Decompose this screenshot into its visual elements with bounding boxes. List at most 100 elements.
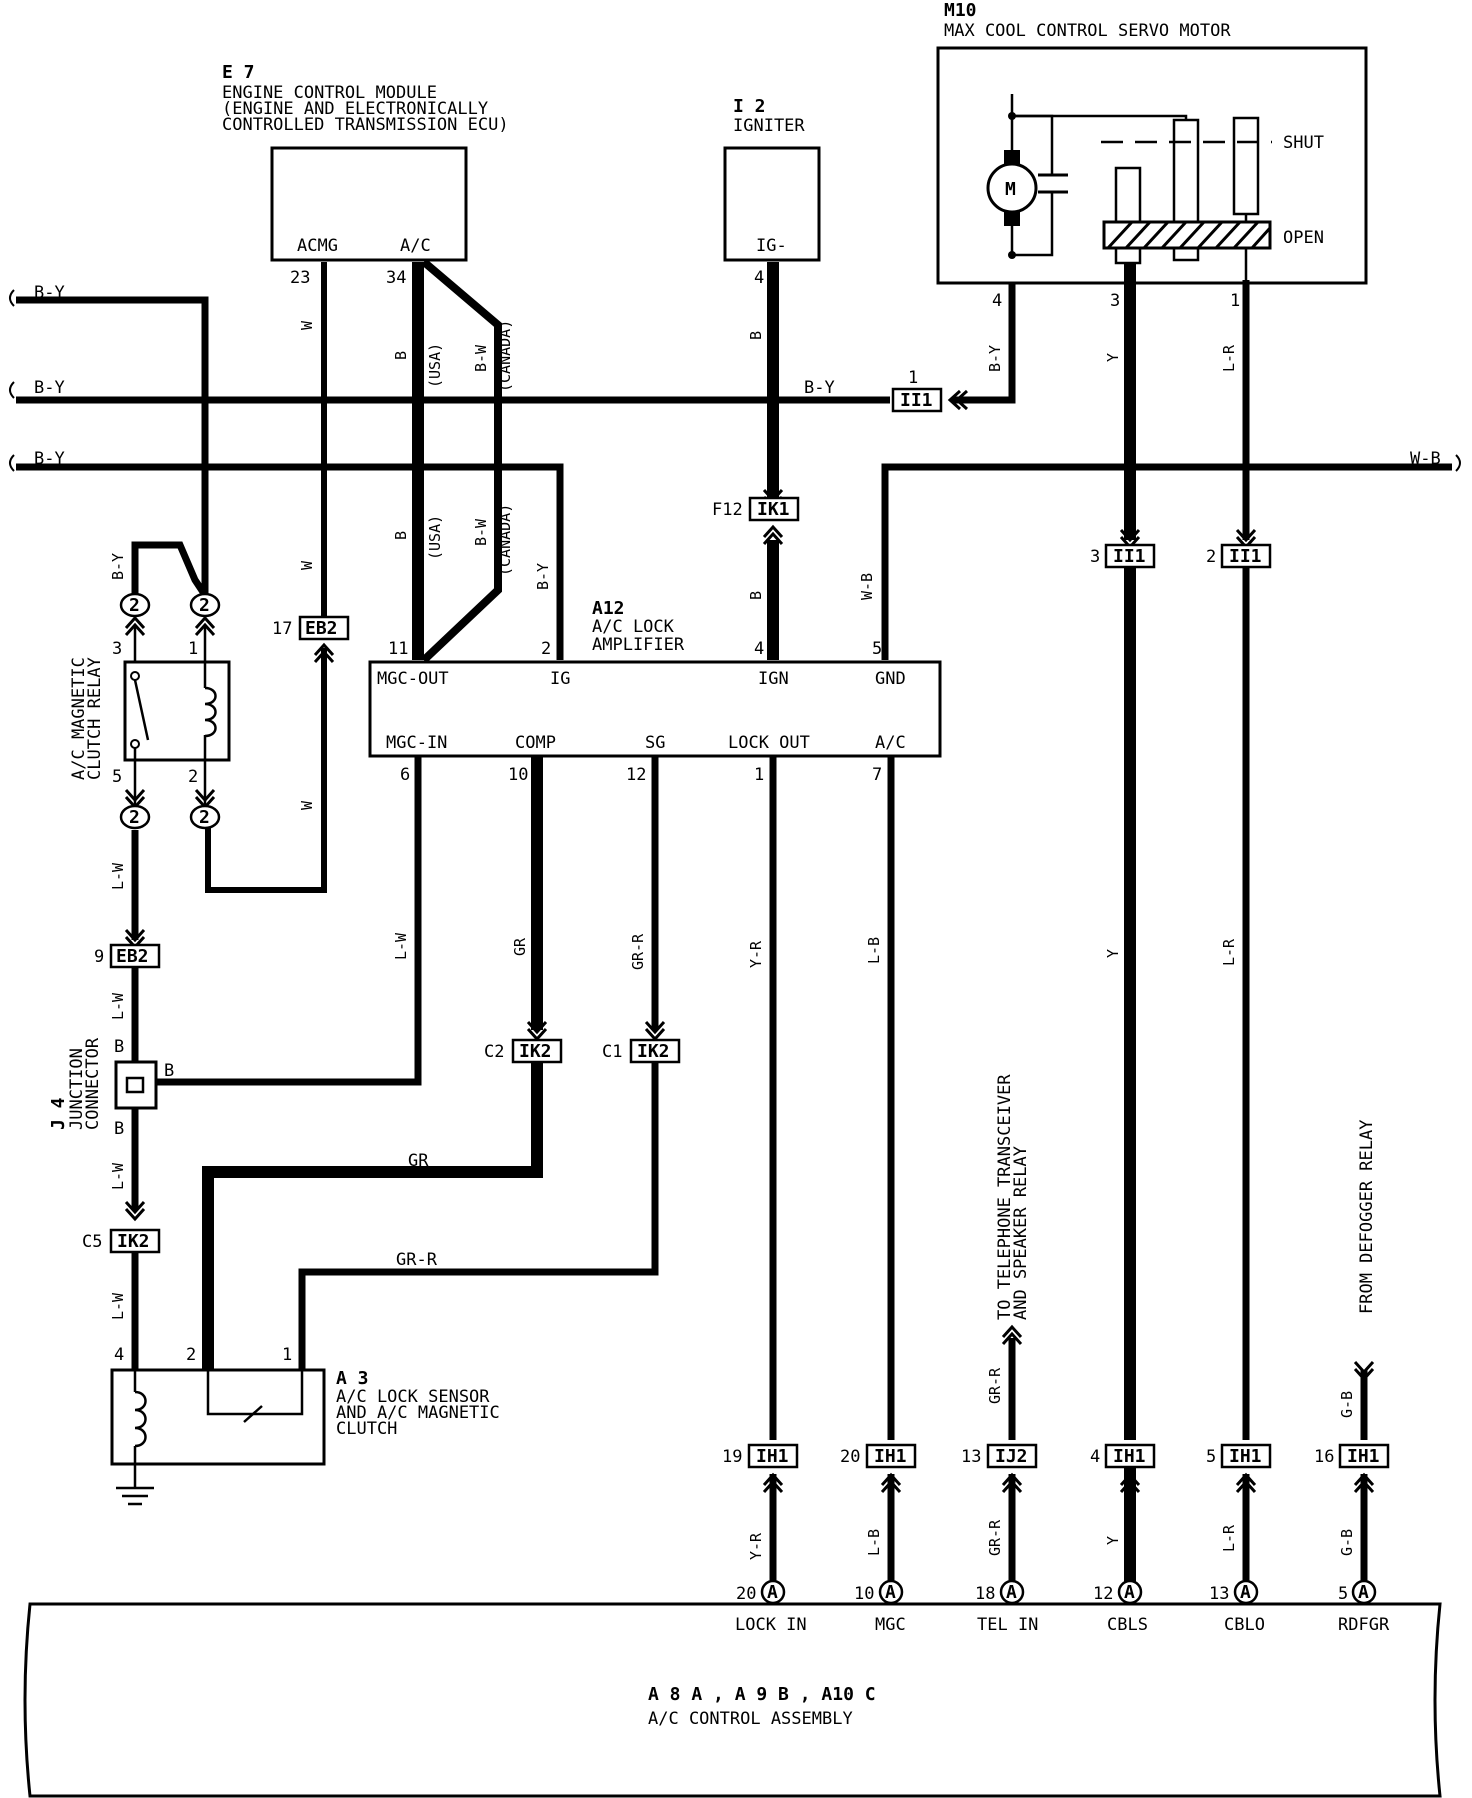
- wire-label-y-2: Y: [1104, 949, 1122, 958]
- svg-text:13: 13: [961, 1447, 981, 1467]
- relay-plug-3-label: 2: [129, 595, 140, 616]
- connector-ii1-1: [891, 387, 943, 413]
- wire-label-b-y-7: B-Y: [109, 553, 127, 580]
- wire-label-b-y-5: B-Y: [534, 563, 552, 590]
- wire-label-b-y-1: B-Y: [34, 283, 65, 303]
- wire-w-acmg: [205, 262, 327, 893]
- relay-num-1: 1: [188, 639, 198, 659]
- wire-label-b-y-3: B-Y: [34, 449, 65, 469]
- a12-pin-sg: SG: [645, 733, 665, 753]
- wire-label-w-1: W: [298, 320, 316, 330]
- wire-label-canada-2: (CANADA): [496, 504, 514, 576]
- relay-plug-1: [189, 592, 221, 618]
- a12-num-12: 12: [626, 765, 646, 785]
- connector-ii1-3-label: II1: [1113, 546, 1146, 567]
- relay-plug-2-label: 2: [199, 807, 210, 828]
- svg-text:IH1: IH1: [1229, 1446, 1262, 1467]
- wire-label-l-b-1: L-B: [865, 937, 883, 964]
- e7-pin-acmg: ACMG: [297, 236, 338, 256]
- a12-name1: A/C LOCK: [592, 617, 675, 637]
- a12-num-6: 6: [400, 765, 410, 785]
- e7-num-23: 23: [290, 268, 310, 288]
- wire-label-usa-2: (USA): [426, 515, 444, 560]
- connector-ii1-3-pin: 3: [1090, 547, 1100, 567]
- relay-wires: [131, 541, 208, 940]
- connector-eb2-17-label: EB2: [305, 618, 338, 639]
- a3-name2: AND A/C MAGNETIC: [336, 1403, 500, 1423]
- ac-lock-sensor-clutch: 4 2 1 A 3 A/C LOCK SENSOR AND A/C MAGNET…: [110, 1345, 500, 1506]
- m10-num-3: 3: [1110, 291, 1120, 311]
- connector-ik2-c5-label: IK2: [117, 1231, 150, 1252]
- wire-label-w-2: W: [298, 560, 316, 570]
- ac-pin-mgc: MGC: [875, 1615, 906, 1635]
- wire-label-l-r-3: L-R: [1220, 1524, 1238, 1552]
- ac-num-cblo: 13: [1209, 1584, 1229, 1604]
- junction-connector: J 4 JUNCTION CONNECTOR B B B: [48, 1037, 174, 1139]
- relay-plug-2: [189, 804, 221, 830]
- a12-pin-gnd: GND: [875, 669, 906, 689]
- wire-label-b-1: B: [392, 351, 410, 360]
- m10-open: OPEN: [1283, 228, 1324, 248]
- engine-control-module: E 7 ENGINE CONTROL MODULE (ENGINE AND EL…: [222, 62, 509, 288]
- i2-name: IGNITER: [733, 116, 805, 136]
- wire-label-g-b-1: G-B: [1338, 1391, 1356, 1418]
- relay-name2: CLUTCH RELAY: [85, 657, 105, 780]
- svg-text:A: A: [885, 1582, 896, 1603]
- svg-text:20: 20: [840, 1447, 860, 1467]
- a3-id: A 3: [336, 1368, 369, 1389]
- e7-name: ENGINE CONTROL MODULE: [222, 83, 437, 103]
- connector-ij2-13: [986, 1443, 1038, 1469]
- wire-label-canada-1: (CANADA): [496, 320, 514, 392]
- a3-num-4: 4: [114, 1345, 124, 1365]
- wire-label-l-w-3: L-W: [392, 932, 410, 960]
- a12-num-2: 2: [541, 639, 551, 659]
- a12-num-5: 5: [872, 639, 882, 659]
- wire-label-l-r-2: L-R: [1220, 938, 1238, 966]
- ac-control-connectors: A 8 A , A 9 B , A10 C: [648, 1684, 876, 1705]
- ac-num-tel-in: 18: [975, 1584, 995, 1604]
- a12-pin-mgc-in: MGC-IN: [386, 733, 447, 753]
- ac-num-mgc: 10: [854, 1584, 874, 1604]
- a12-pin-lock-out: LOCK OUT: [728, 733, 810, 753]
- igniter: I 2 IGNITER IG- 4: [723, 96, 821, 288]
- wire-label-b-4: B: [747, 591, 765, 600]
- i2-num-4: 4: [754, 268, 764, 288]
- connector-ih1-19: [747, 1443, 799, 1469]
- connector-ik2-c1-label: IK2: [637, 1041, 670, 1062]
- a12-pin-ac: A/C: [875, 733, 906, 753]
- note-tel2: AND SPEAKER RELAY: [1011, 1146, 1031, 1320]
- svg-text:A: A: [1124, 1582, 1135, 1603]
- ac-magnetic-clutch-relay: A/C MAGNETIC CLUTCH RELAY 3 1 5 2: [69, 639, 231, 787]
- a3-name1: A/C LOCK SENSOR: [336, 1387, 490, 1407]
- connector-ik1: [748, 496, 800, 522]
- ac-num-rdfgr: 5: [1338, 1584, 1348, 1604]
- relay-plug-5: [119, 804, 151, 830]
- m10-num-4: 4: [992, 291, 1002, 311]
- svg-text:A: A: [1240, 1582, 1251, 1603]
- relay-num-5: 5: [112, 767, 122, 787]
- a12-num-1: 1: [754, 765, 764, 785]
- connector-ik2-c5-pin: C5: [82, 1232, 102, 1252]
- relay-num-3: 3: [112, 639, 122, 659]
- ac-control-assembly: A A A A A A 20 10 18 12 13 5 LOCK IN MGC…: [23, 1579, 1442, 1798]
- connector-ii1-2-label: II1: [1229, 546, 1262, 567]
- ac-pin-cbls: CBLS: [1107, 1615, 1148, 1635]
- wire-label-g-b-2: G-B: [1338, 1529, 1356, 1556]
- wire-label-gr-r-4: GR-R: [986, 1519, 1004, 1556]
- connector-ik2-c1-pin: C1: [602, 1042, 622, 1062]
- i2-pin-ig: IG-: [756, 236, 787, 256]
- wire-label-b-w-2: B-W: [472, 518, 490, 546]
- connector-ih1-5: [1220, 1443, 1272, 1469]
- m10-num-1: 1: [1230, 291, 1240, 311]
- svg-text:16: 16: [1314, 1447, 1334, 1467]
- relay-plug-5-label: 2: [129, 807, 140, 828]
- ac-pin-lock-in: LOCK IN: [735, 1615, 807, 1635]
- wire-label-w-b: W-B: [1410, 449, 1441, 469]
- wire-label-l-w-2: L-W: [109, 992, 127, 1020]
- wire-label-usa-1: (USA): [426, 343, 444, 388]
- a3-name3: CLUTCH: [336, 1419, 397, 1439]
- wire-gr-comp-2: [202, 1062, 543, 1370]
- wire-label-b-w-1: B-W: [472, 344, 490, 372]
- wire-label-l-w-5: L-W: [109, 1292, 127, 1320]
